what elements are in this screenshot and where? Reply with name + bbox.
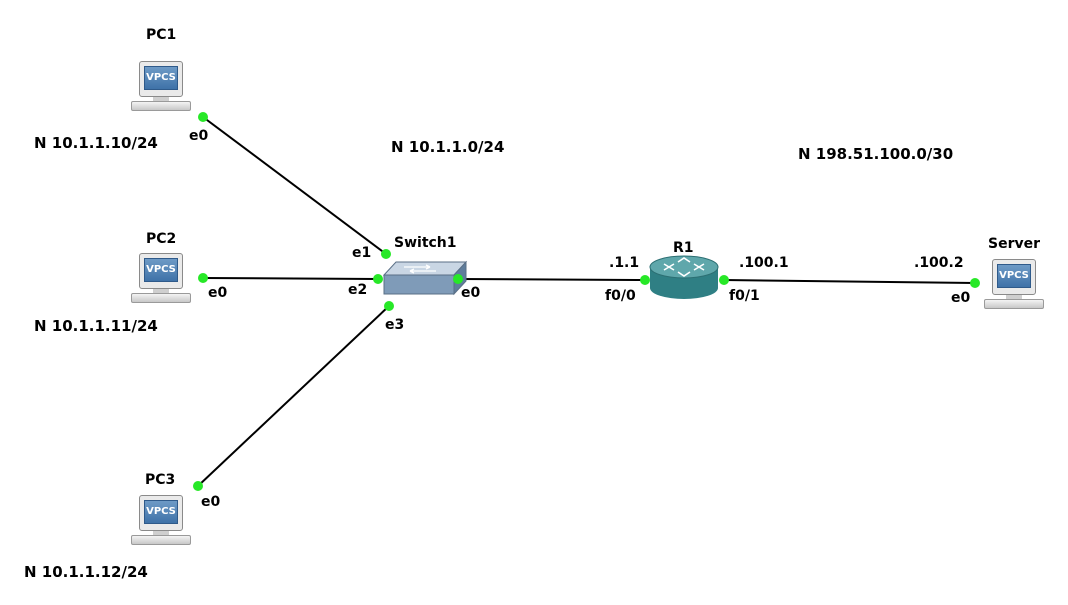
keyboard-base (984, 299, 1044, 309)
node-label-r1[interactable]: R1 (673, 240, 694, 256)
port-status-server-e0[interactable] (970, 278, 980, 288)
link-r1-server[interactable] (723, 279, 976, 284)
link-switch1-r1[interactable] (457, 278, 646, 281)
network-note-pc1[interactable]: N 10.1.1.10/24 (34, 134, 158, 152)
port-label-server-e0: e0 (951, 290, 971, 306)
ethernet-switch-icon[interactable] (382, 260, 468, 296)
vpcs-screen: VPCS (997, 264, 1031, 288)
port-label-sw-e1: e1 (352, 245, 372, 261)
node-server[interactable]: VPCS (984, 259, 1046, 311)
port-status-r1-f01[interactable] (719, 275, 729, 285)
port-status-sw-e3[interactable] (384, 301, 394, 311)
network-note-pc2[interactable]: N 10.1.1.11/24 (34, 317, 158, 335)
link-pc2-switch1[interactable] (202, 277, 379, 280)
node-label-pc2[interactable]: PC2 (146, 231, 177, 247)
network-note-lan[interactable]: N 10.1.1.0/24 (391, 138, 505, 156)
node-pc2[interactable]: VPCS (131, 253, 193, 305)
keyboard-base (131, 535, 191, 545)
port-label-pc1-e0: e0 (189, 128, 209, 144)
address-label-r1-f01[interactable]: .100.1 (739, 255, 789, 271)
port-status-sw-e1[interactable] (381, 249, 391, 259)
network-note-pc3[interactable]: N 10.1.1.12/24 (24, 563, 148, 581)
node-label-pc3[interactable]: PC3 (145, 472, 176, 488)
port-label-sw-e0: e0 (461, 285, 481, 301)
port-status-pc1-e0[interactable] (198, 112, 208, 122)
port-label-r1-f01: f0/1 (729, 288, 760, 304)
vpcs-pc-icon: VPCS (139, 495, 183, 531)
keyboard-base (131, 101, 191, 111)
node-pc3[interactable]: VPCS (131, 495, 193, 547)
vpcs-pc-icon: VPCS (139, 253, 183, 289)
port-label-pc3-e0: e0 (201, 494, 221, 510)
port-status-sw-e0[interactable] (453, 274, 463, 284)
address-label-server[interactable]: .100.2 (914, 255, 964, 271)
node-pc1[interactable]: VPCS (131, 61, 193, 113)
port-label-sw-e2: e2 (348, 282, 368, 298)
vpcs-pc-icon: VPCS (139, 61, 183, 97)
port-label-pc2-e0: e0 (208, 285, 228, 301)
link-pc3-switch1[interactable] (197, 305, 390, 487)
vpcs-pc-icon: VPCS (992, 259, 1036, 295)
node-label-server[interactable]: Server (988, 236, 1041, 252)
node-label-pc1[interactable]: PC1 (146, 27, 177, 43)
keyboard-base (131, 293, 191, 303)
vpcs-screen: VPCS (144, 66, 178, 90)
address-label-r1-f00[interactable]: .1.1 (609, 255, 640, 271)
port-status-pc3-e0[interactable] (193, 481, 203, 491)
port-label-sw-e3: e3 (385, 317, 405, 333)
vpcs-screen: VPCS (144, 500, 178, 524)
node-label-switch1[interactable]: Switch1 (394, 235, 457, 251)
link-pc1-switch1[interactable] (202, 116, 387, 255)
vpcs-screen: VPCS (144, 258, 178, 282)
network-note-wan[interactable]: N 198.51.100.0/30 (798, 145, 954, 163)
port-status-pc2-e0[interactable] (198, 273, 208, 283)
router-icon[interactable] (649, 255, 719, 299)
port-status-sw-e2[interactable] (373, 274, 383, 284)
port-label-r1-f00: f0/0 (605, 288, 636, 304)
port-status-r1-f00[interactable] (640, 275, 650, 285)
